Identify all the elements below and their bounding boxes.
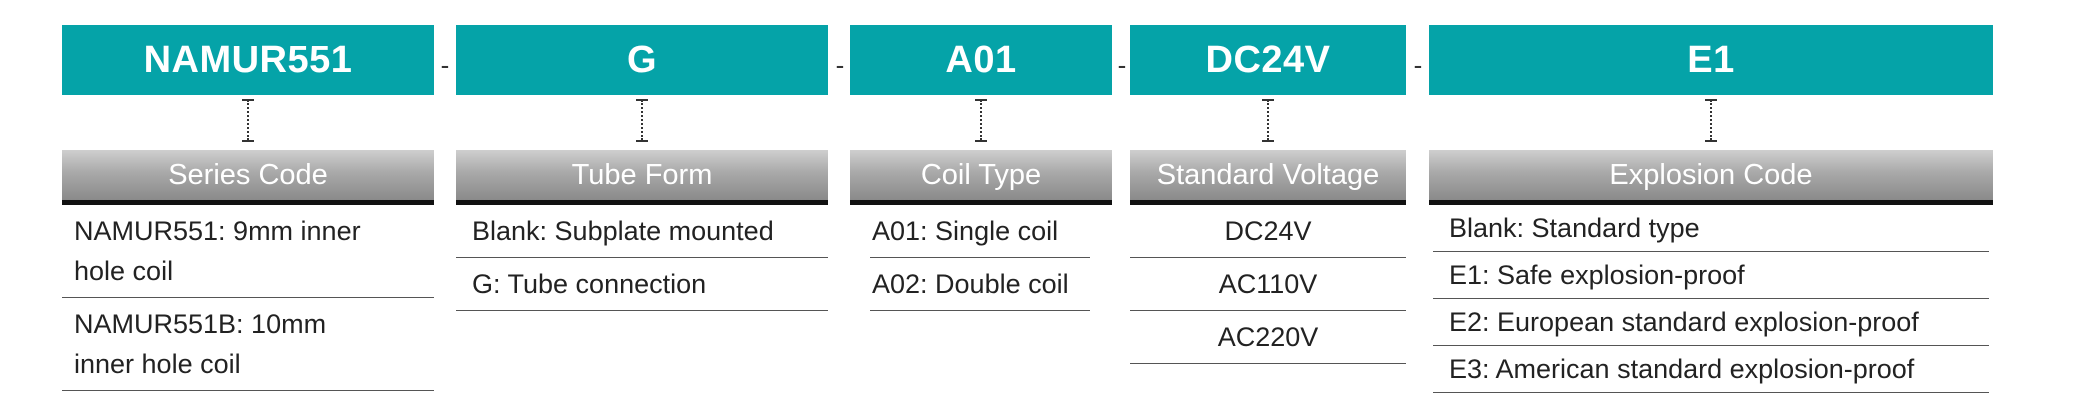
list-item: DC24V (1130, 205, 1406, 258)
column-coil-type: A01 Coil Type A01: Single coil A02: Doub… (850, 25, 1112, 311)
column-standard-voltage: DC24V Standard Voltage DC24V AC110V AC22… (1130, 25, 1406, 364)
series-code-options: NAMUR551: 9mm inner hole coil NAMUR551B:… (62, 205, 434, 391)
connector-explosion (1429, 95, 1993, 150)
coil-type-label: Coil Type (850, 150, 1112, 205)
list-item: E1: Safe explosion-proof (1433, 252, 1989, 299)
list-item: G: Tube connection (456, 258, 828, 311)
list-item: Blank: Standard type (1433, 205, 1989, 252)
explosion-code-label: Explosion Code (1429, 150, 1993, 205)
list-item: AC110V (1130, 258, 1406, 311)
voltage-options: DC24V AC110V AC220V (1130, 205, 1406, 364)
explosion-code-options: Blank: Standard type E1: Safe explosion-… (1433, 205, 1989, 393)
tube-form-options: Blank: Subplate mounted G: Tube connecti… (456, 205, 828, 311)
list-item: A01: Single coil (870, 205, 1090, 258)
connector-coil (850, 95, 1112, 150)
list-item: A02: Double coil (870, 258, 1090, 311)
series-code-label: Series Code (62, 150, 434, 205)
separator-1: - (440, 50, 450, 80)
tube-form-label: Tube Form (456, 150, 828, 205)
column-tube-form: G Tube Form Blank: Subplate mounted G: T… (456, 25, 828, 311)
connector-tube (456, 95, 828, 150)
voltage-label: Standard Voltage (1130, 150, 1406, 205)
connector-voltage (1130, 95, 1406, 150)
column-series-code: NAMUR551 Series Code NAMUR551: 9mm inner… (62, 25, 434, 391)
list-item: AC220V (1130, 311, 1406, 364)
voltage-box: DC24V (1130, 25, 1406, 95)
connector-series (62, 95, 434, 150)
list-item: E3: American standard explosion-proof (1433, 346, 1989, 393)
separator-3: - (1117, 50, 1127, 80)
tube-form-box: G (456, 25, 828, 95)
separator-4: - (1413, 50, 1423, 80)
separator-2: - (835, 50, 845, 80)
list-item: NAMUR551: 9mm inner hole coil (62, 205, 434, 298)
list-item: E2: European standard explosion-proof (1433, 299, 1989, 346)
column-explosion-code: E1 Explosion Code Blank: Standard type E… (1429, 25, 1993, 393)
list-item: NAMUR551B: 10mm inner hole coil (62, 298, 434, 391)
coil-type-options: A01: Single coil A02: Double coil (870, 205, 1090, 311)
list-item: Blank: Subplate mounted (456, 205, 828, 258)
explosion-code-box: E1 (1429, 25, 1993, 95)
series-code-box: NAMUR551 (62, 25, 434, 95)
coil-type-box: A01 (850, 25, 1112, 95)
